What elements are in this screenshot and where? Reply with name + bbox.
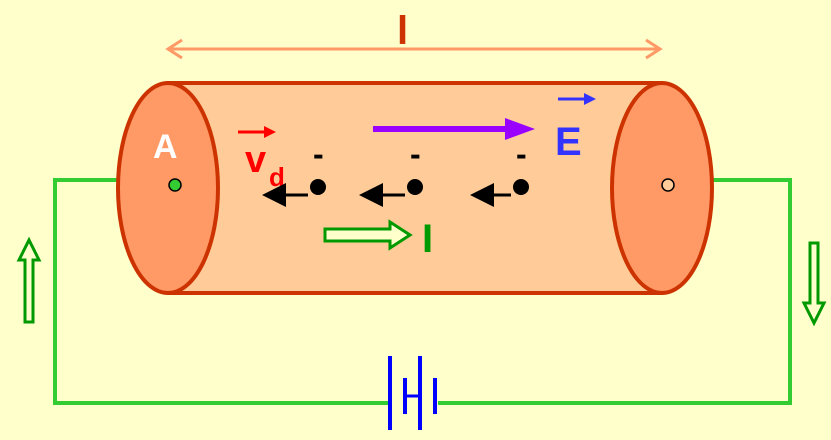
- length-arrow: [165, 38, 663, 60]
- drift-velocity-subscript: d: [269, 162, 285, 192]
- terminal-right: [661, 178, 675, 192]
- conductor-end-left: [116, 81, 220, 295]
- electron-2: -: [359, 136, 423, 207]
- current-arrow-down-icon: [801, 241, 827, 327]
- electron-charge-label: -: [313, 136, 324, 172]
- field-vector-arrow-icon: [558, 93, 596, 105]
- circuit-wire: [53, 178, 792, 405]
- field-label: E: [555, 120, 582, 164]
- length-label: l: [397, 9, 408, 53]
- electron-1: -: [262, 136, 326, 207]
- current-label: I: [422, 217, 433, 261]
- electron-charge-label: -: [410, 136, 421, 172]
- terminal-left: [168, 178, 182, 192]
- drift-velocity-label: v: [245, 139, 266, 181]
- drift-vector-arrow-icon: [238, 126, 276, 138]
- area-label: A: [153, 128, 178, 166]
- field-arrow: [373, 118, 535, 140]
- current-arrow-inside: [323, 219, 413, 251]
- electron-charge-label: -: [516, 136, 527, 172]
- electron-3: -: [470, 136, 529, 207]
- battery: [388, 356, 437, 430]
- current-arrow-up-icon: [16, 236, 42, 324]
